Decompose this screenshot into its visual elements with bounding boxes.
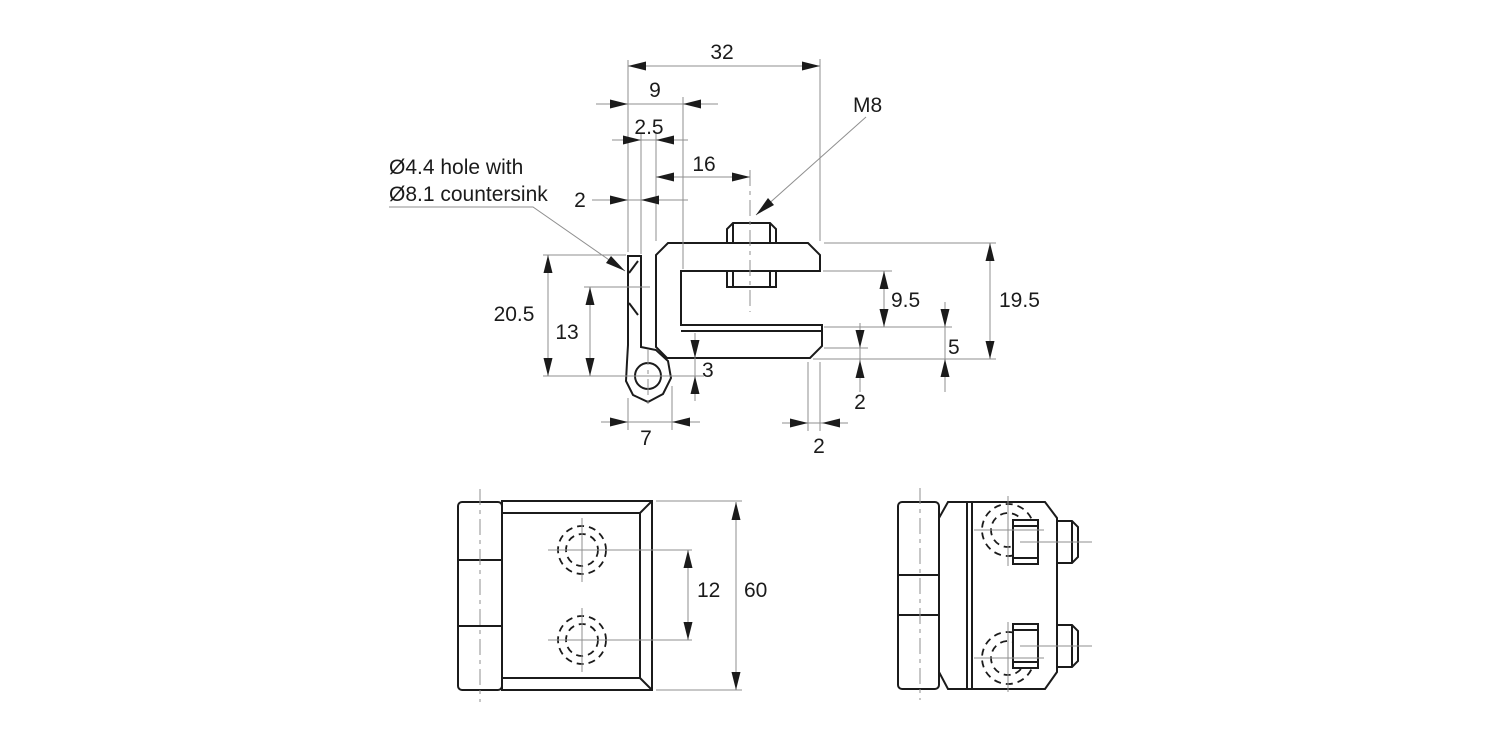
note-hole-line2: Ø8.1 countersink [389,183,548,206]
m8-leader-arrow [756,198,774,215]
dim-hinge-width: 7 [640,427,652,450]
countersink-cone-lines [628,260,639,316]
screw-tip-outline [726,270,777,288]
barrel-knuckle-lines-side [898,574,939,616]
dim-flange-height: 20.5 [494,303,535,326]
dim-hole-height: 13 [555,321,578,344]
dim-jaw-thickness: 5 [948,336,960,359]
dimension-labels: 32 9 2.5 16 2 M8 Ø4.4 hole with Ø8.1 cou… [389,41,1040,602]
dim-hole-spacing: 12 [697,579,720,602]
dim-gap: 2.5 [634,116,663,139]
body-face-chamfer-lines [502,500,653,691]
dimension-lines [389,65,991,690]
dimension-arrowheads [543,61,995,690]
extension-lines [479,59,1092,702]
screw-tip-lines [732,271,771,287]
hole-note-leader-arrow [606,256,625,271]
body-side-edge-lines [966,502,973,689]
dim-jaw-lip: 2 [854,391,866,414]
front-view [457,500,653,691]
dim-pivot-offset: 3 [702,359,714,382]
m8-leader-line [755,116,867,216]
dim-jaw-chamfer: 2 [813,435,825,458]
hinge-barrel-column-side [897,501,940,690]
body-face-outline [501,500,653,691]
dim-flange-offset: 9 [649,79,661,102]
dim-overall-height: 60 [744,579,767,602]
profile-view [624,222,823,404]
dim-flange-thickness: 2 [574,189,586,212]
flange-plate-outline [624,255,673,404]
dim-jaw-opening: 9.5 [891,289,920,312]
dim-screw-offset: 16 [692,153,715,176]
hole-note-leader-line [389,206,626,272]
screw-head-chamfer-lines [732,223,771,243]
screw-head-outline [726,222,777,244]
dim-body-height: 19.5 [999,289,1040,312]
note-hole-line1: Ø4.4 hole with [389,156,523,179]
screw-boss-upper-lines [1013,525,1038,559]
screw-boss-lower-lines [1013,629,1038,663]
label-thread-size: M8 [853,94,882,117]
clamp-body-outline [655,242,823,359]
dim-overall-width: 32 [710,41,733,64]
